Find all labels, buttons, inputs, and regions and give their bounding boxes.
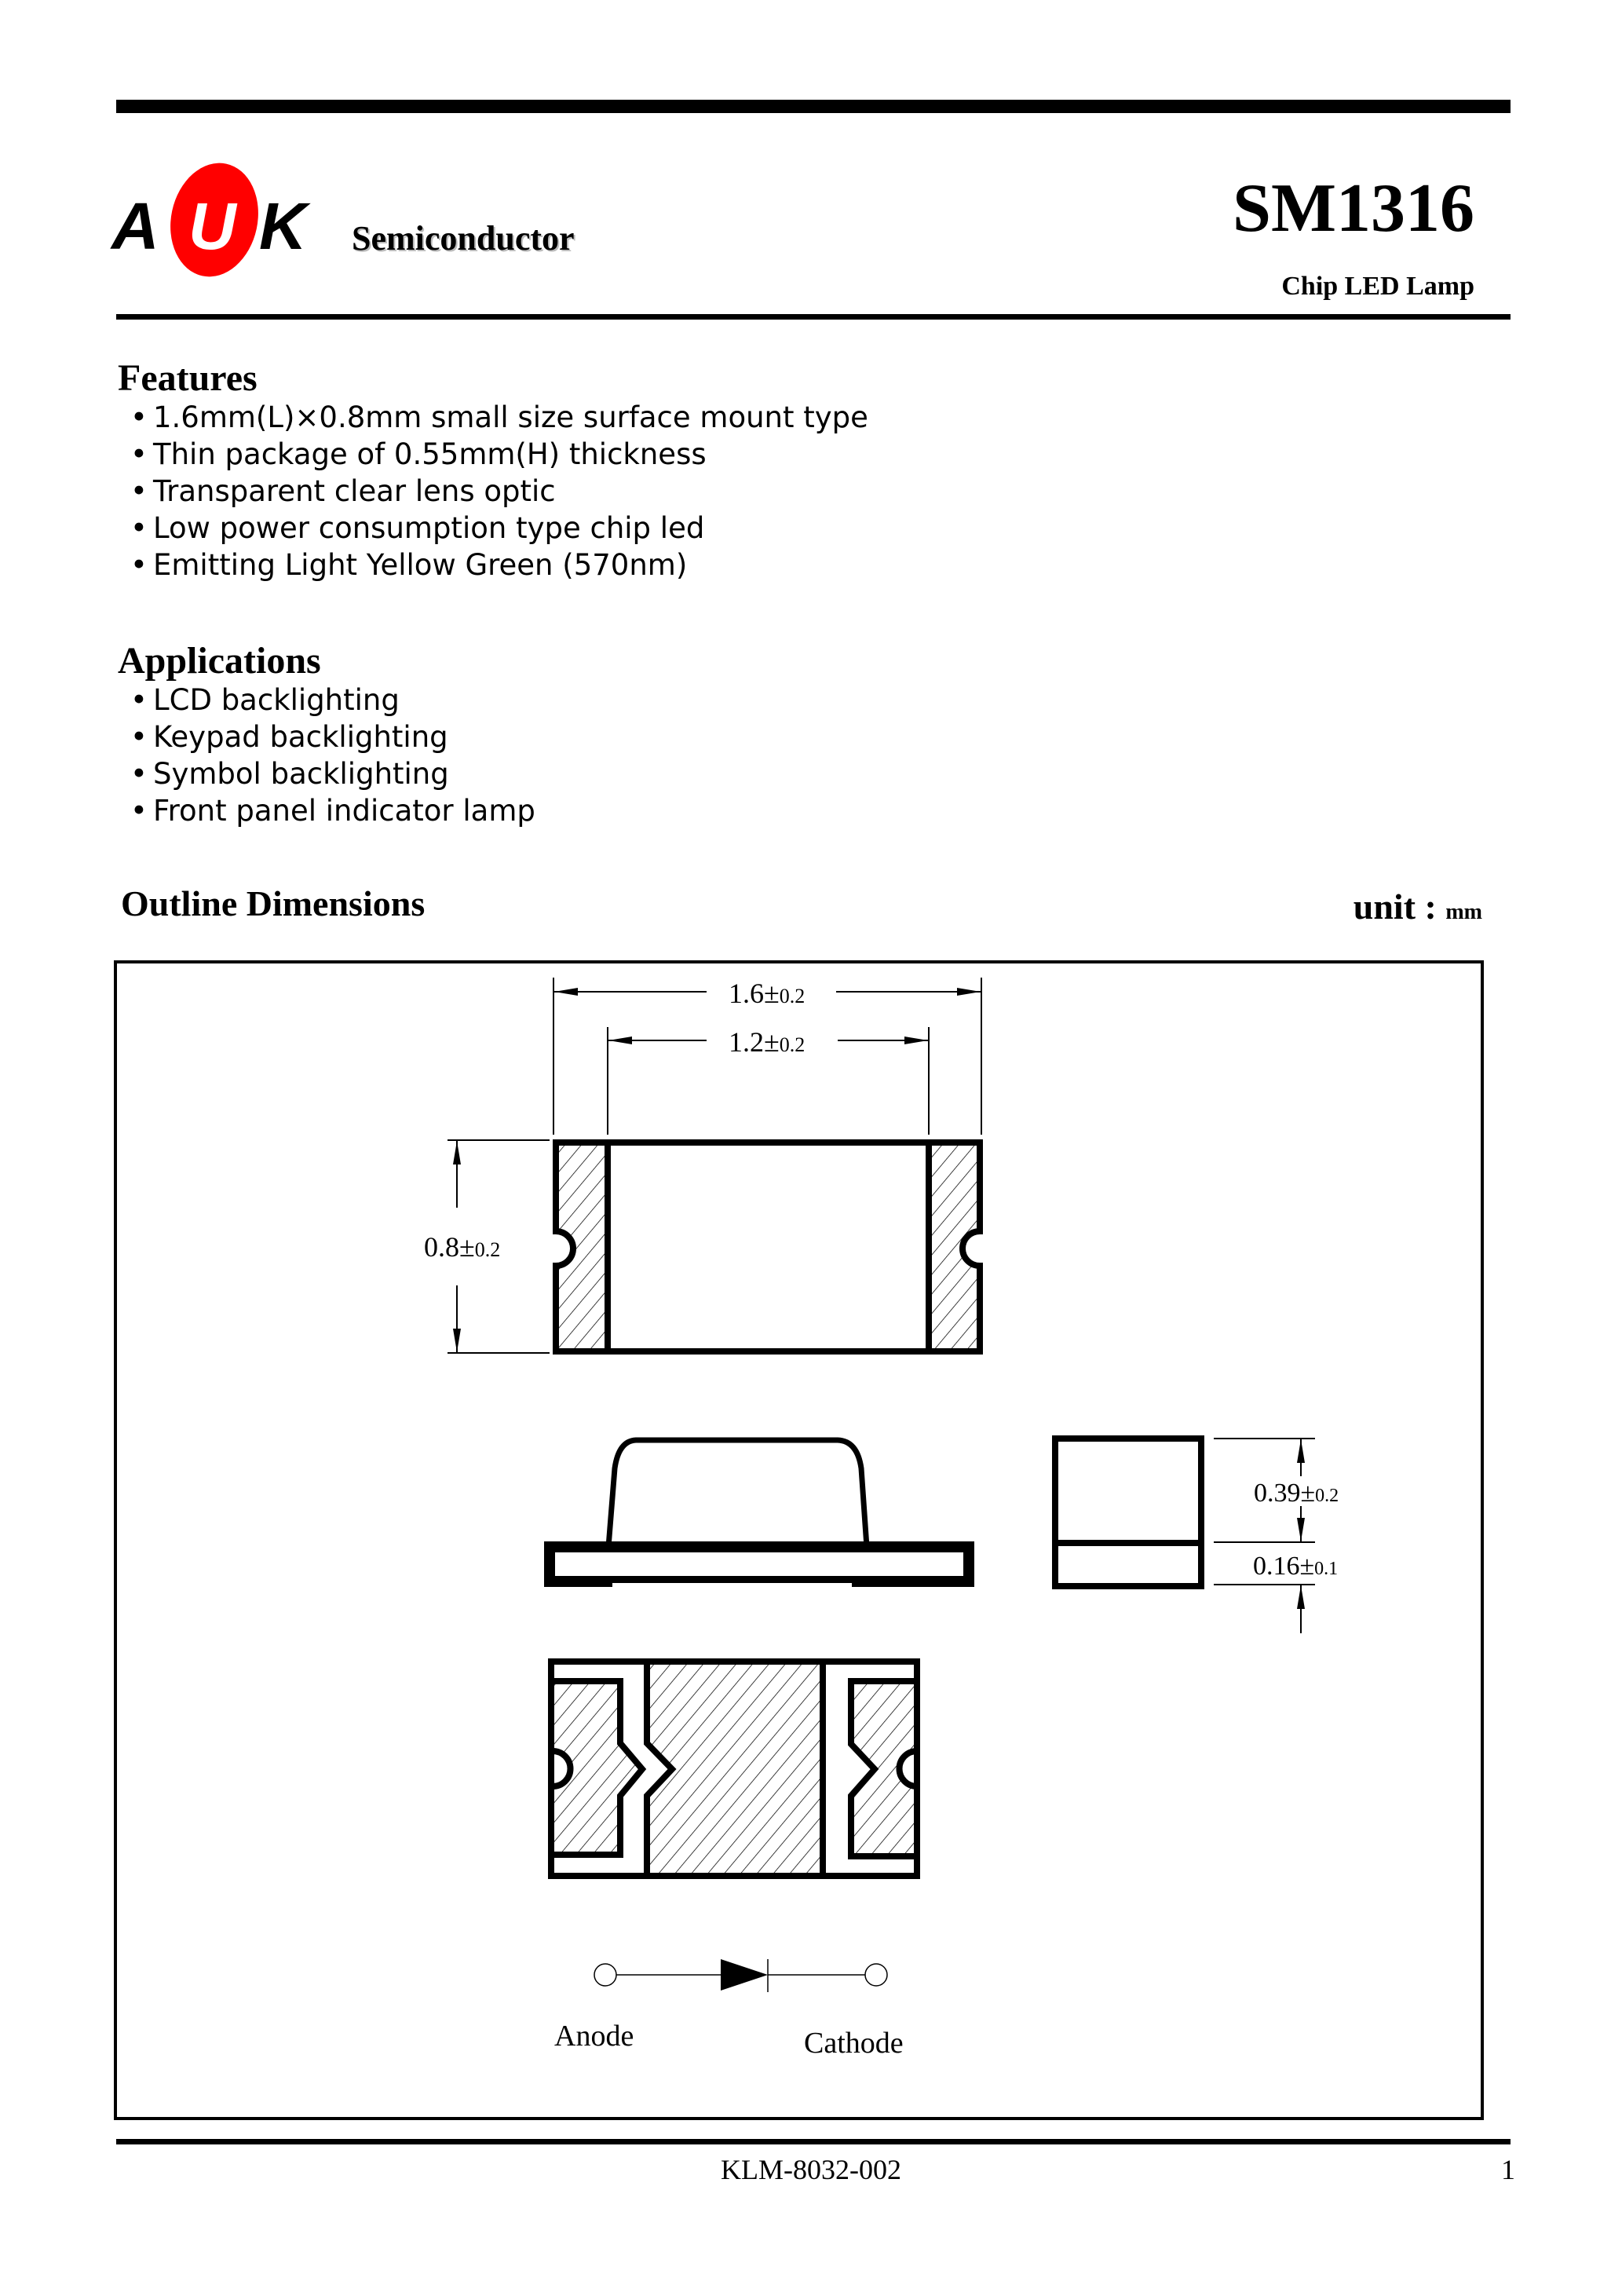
product-subtitle: Chip LED Lamp	[1281, 272, 1474, 301]
features-heading: Features	[118, 357, 258, 399]
application-item: •Symbol backlighting	[130, 757, 449, 791]
header-top-rule	[116, 100, 1511, 113]
bullet-icon: •	[130, 474, 148, 508]
model-number: SM1316	[1233, 170, 1474, 247]
unit-value: mm	[1445, 900, 1482, 924]
bullet-icon: •	[130, 683, 148, 717]
company-name: Semiconductor	[352, 219, 575, 258]
bullet-icon: •	[130, 400, 148, 434]
bullet-icon: •	[130, 548, 148, 582]
bullet-icon: •	[130, 511, 148, 545]
feature-item: •Low power consumption type chip led	[130, 511, 705, 545]
footer-rule	[116, 2139, 1511, 2144]
applications-list: •LCD backlighting •Keypad backlighting •…	[127, 682, 535, 829]
page-number: 1	[1501, 2154, 1515, 2185]
logo-red-ellipse-icon	[170, 163, 258, 277]
application-item: •Keypad backlighting	[130, 720, 448, 754]
feature-item: •Transparent clear lens optic	[130, 474, 556, 508]
application-item: •LCD backlighting	[130, 683, 400, 717]
feature-item: •1.6mm(L)×0.8mm small size surface mount…	[130, 400, 868, 434]
bullet-icon: •	[130, 437, 148, 471]
bullet-icon: •	[130, 757, 148, 791]
logo-letter-a: A	[110, 189, 159, 263]
logo-letter-u: U	[188, 189, 238, 263]
outline-heading: Outline Dimensions	[121, 883, 426, 923]
bullet-icon: •	[130, 794, 148, 828]
applications-heading: Applications	[118, 640, 321, 682]
feature-item: •Thin package of 0.55mm(H) thickness	[130, 437, 707, 471]
header-bottom-rule	[116, 314, 1511, 320]
bullet-icon: •	[130, 720, 148, 754]
logo-letter-k: K	[259, 189, 311, 263]
application-item: •Front panel indicator lamp	[130, 794, 535, 828]
features-list: •1.6mm(L)×0.8mm small size surface mount…	[127, 399, 868, 583]
auk-logo: A U K	[110, 163, 311, 277]
feature-item: •Emitting Light Yellow Green (570nm)	[130, 548, 688, 582]
document-code: KLM-8032-002	[721, 2154, 901, 2185]
outline-drawing-frame	[114, 960, 1484, 2120]
unit-label: unit : mm	[1353, 887, 1482, 927]
